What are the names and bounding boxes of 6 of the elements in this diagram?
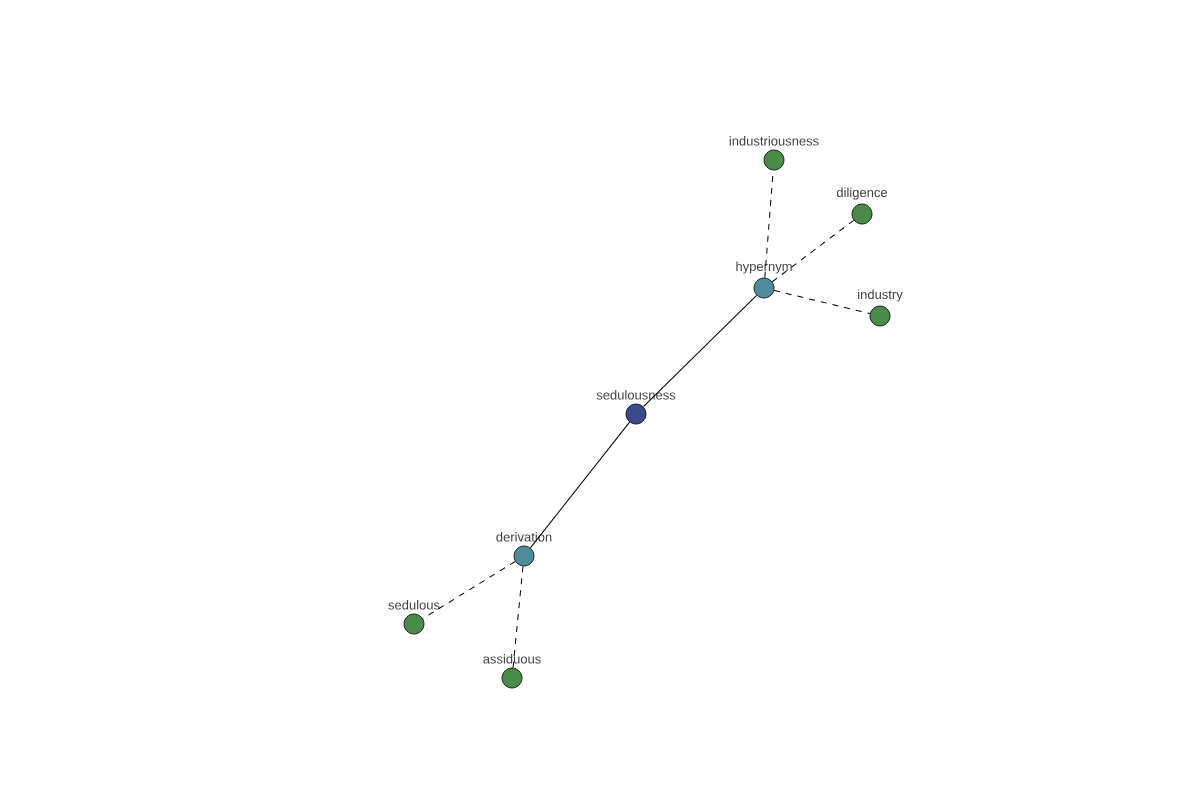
line [642, 294, 758, 408]
dashed-line [771, 219, 855, 283]
line [529, 421, 631, 549]
dashed-line [773, 289, 871, 315]
dashed-line [512, 565, 524, 669]
dashed-line [422, 560, 516, 620]
